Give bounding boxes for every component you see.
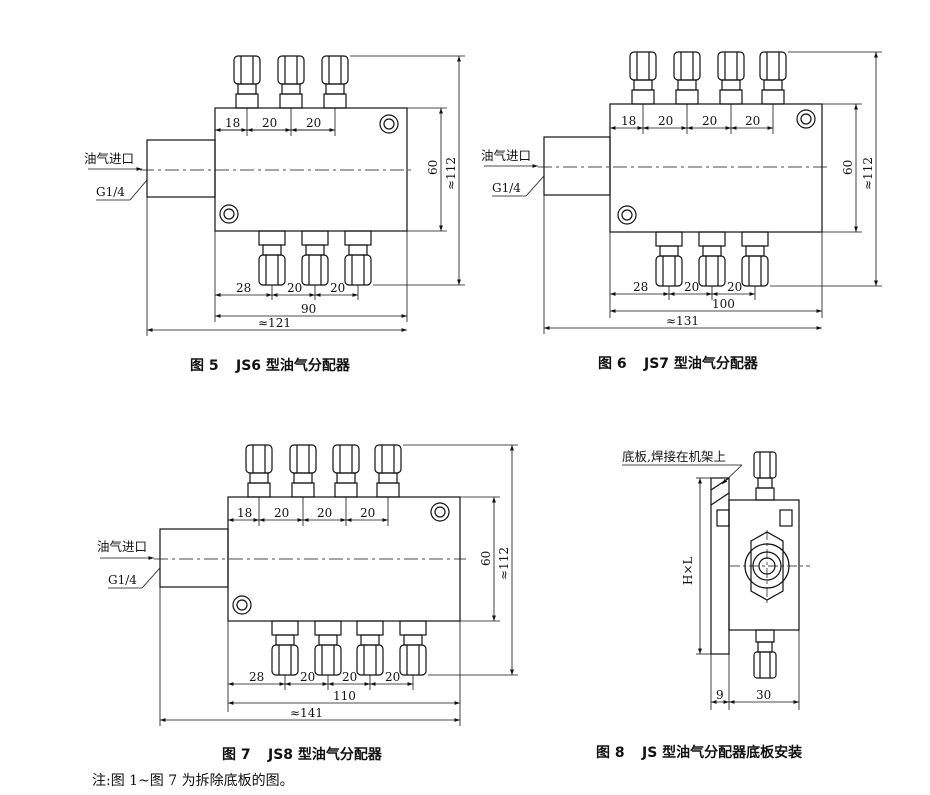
dim-top-2: 20 [274, 506, 289, 520]
dim-bottom-3: 20 [342, 670, 357, 684]
dim-overall: ≈141 [290, 706, 323, 720]
mount-hole-bottom [219, 204, 239, 224]
dim-span: 110 [333, 689, 356, 703]
outlet-fitting-top [289, 444, 317, 498]
footnote: 注:图 1~图 7 为拆除底板的图。 [92, 773, 294, 789]
bolt-hole-right [779, 509, 793, 527]
figure-8-base-plate [622, 451, 810, 710]
dim-top-2: 20 [262, 116, 277, 130]
dim-height-overall: ≈112 [861, 157, 875, 190]
thread-label: G1/4 [108, 573, 137, 587]
outlet-fitting-top [673, 51, 701, 105]
figure-6-labels: 油气进口 G1/4 18 20 20 20 28 20 20 100 ≈131 … [481, 114, 875, 372]
figure-6-js7 [484, 51, 882, 334]
dim-height: 60 [841, 160, 855, 175]
dim-body: 30 [756, 688, 771, 702]
dim-bottom-1: 28 [236, 281, 251, 295]
outlet-fitting-bottom [753, 629, 777, 679]
outlet-fitting-bottom [356, 620, 384, 676]
figure-7-js8 [100, 444, 518, 726]
dim-bottom-2: 20 [287, 281, 302, 295]
mount-hole-bottom [232, 595, 252, 615]
dim-height-overall: ≈112 [497, 547, 511, 580]
dim-top-1: 18 [225, 116, 240, 130]
outlet-fitting-bottom [655, 231, 683, 287]
dim-height-overall: ≈112 [444, 157, 458, 190]
dim-height: 60 [479, 551, 493, 566]
base-plate [710, 477, 730, 655]
caption-number: 图 7 [222, 747, 251, 763]
outlet-fitting-top [321, 55, 349, 109]
outlet-fitting-top [245, 444, 273, 498]
outlet-fitting-bottom [314, 620, 342, 676]
outlet-fitting-top [233, 55, 261, 109]
dim-top-2: 20 [658, 114, 673, 128]
outlet-fitting-top [629, 51, 657, 105]
bolt-hole-left [716, 509, 730, 527]
dim-bottom-2: 20 [300, 670, 315, 684]
dim-height: 60 [426, 160, 440, 175]
dim-top-3: 20 [702, 114, 717, 128]
caption-title: JS8 型油气分配器 [267, 746, 383, 763]
outlet-fitting-bottom [344, 230, 372, 286]
caption-number: 图 8 [596, 745, 625, 761]
dim-bottom-1: 28 [249, 670, 264, 684]
dim-span: 100 [712, 297, 735, 311]
dim-bottom-4: 20 [385, 670, 400, 684]
caption-number: 图 5 [190, 358, 219, 374]
dim-span: 90 [301, 302, 316, 316]
caption-number: 图 6 [598, 356, 627, 372]
inlet-pipe [146, 139, 216, 198]
mount-hole-top [430, 502, 450, 522]
dim-bottom-3: 20 [727, 280, 742, 294]
caption-title: JS6 型油气分配器 [235, 357, 351, 374]
callout-label: 底板,焊接在机架上 [622, 449, 726, 464]
figure-5-js6 [88, 55, 465, 336]
dim-bottom-2: 20 [684, 280, 699, 294]
outlet-fitting-top [759, 51, 787, 105]
mount-hole-bottom [617, 205, 637, 225]
inlet-pipe [543, 136, 611, 196]
thread-label: G1/4 [492, 181, 521, 195]
dim-top-3: 20 [317, 506, 332, 520]
dim-overall: ≈121 [258, 316, 291, 330]
inlet-label: 油气进口 [481, 148, 531, 163]
mount-hole-top [379, 114, 399, 134]
outlet-fitting-bottom [741, 231, 769, 287]
outlet-fitting-bottom [258, 230, 286, 286]
dim-top-1: 18 [237, 506, 252, 520]
thread-label: G1/4 [96, 185, 125, 199]
mount-hole-top [796, 109, 816, 129]
dim-bottom-3: 20 [330, 281, 345, 295]
dim-top-4: 20 [745, 114, 760, 128]
figure-5-labels: 油气进口 G1/4 18 20 20 28 20 20 90 ≈121 60 ≈… [84, 116, 458, 374]
dim-top-3: 20 [306, 116, 321, 130]
outlet-fitting-top [277, 55, 305, 109]
inlet-label: 油气进口 [97, 539, 147, 554]
inlet-label: 油气进口 [84, 151, 134, 166]
outlet-fitting-top [753, 451, 777, 501]
caption-title: JS 型油气分配器底板安装 [641, 744, 803, 761]
outlet-fitting-bottom [399, 620, 427, 676]
outlet-fitting-bottom [698, 231, 726, 287]
figure-8-labels: 底板,焊接在机架上 H×L 9 30 图 8 JS 型油气分配器底板安装 [596, 449, 803, 761]
caption-title: JS7 型油气分配器 [643, 355, 759, 372]
dim-plate: 9 [716, 688, 724, 702]
dim-overall: ≈131 [666, 314, 699, 328]
outlet-fitting-bottom [271, 620, 299, 676]
dim-bottom-1: 28 [633, 280, 648, 294]
dim-top-4: 20 [360, 506, 375, 520]
inlet-pipe [159, 528, 229, 588]
outlet-fitting-top [717, 51, 745, 105]
outlet-fitting-bottom [301, 230, 329, 286]
figure-7-labels: 油气进口 G1/4 18 20 20 20 28 20 20 20 110 ≈1… [97, 506, 511, 763]
dim-top-1: 18 [621, 114, 636, 128]
outlet-fitting-top [374, 444, 402, 498]
dim-hl: H×L [681, 556, 695, 585]
outlet-fitting-top [332, 444, 360, 498]
